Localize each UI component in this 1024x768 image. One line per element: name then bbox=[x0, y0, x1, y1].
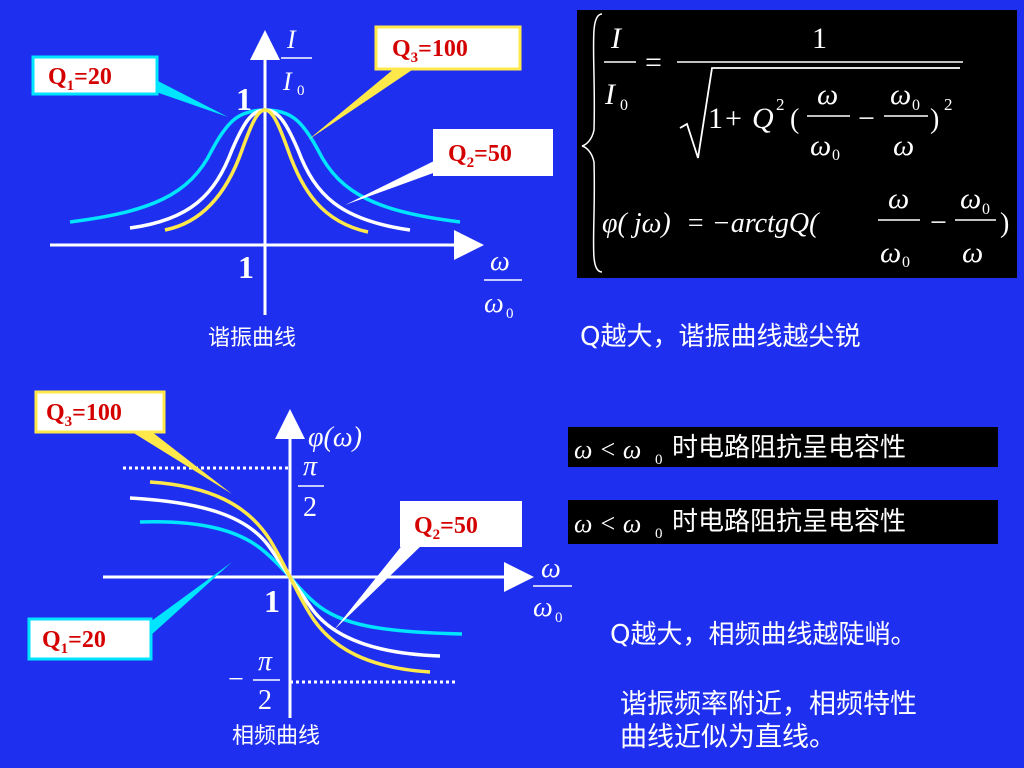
q3-bottom-callout bbox=[132, 432, 232, 494]
svg-text:0: 0 bbox=[982, 201, 990, 218]
svg-text:): ) bbox=[930, 104, 939, 135]
condition-box-2: ω < ω 0 时电路阻抗呈电容性 bbox=[568, 500, 998, 544]
phase-x-one: 1 bbox=[264, 583, 280, 619]
resonance-x-label-num: ω bbox=[490, 246, 510, 277]
resonance-chart: I I 0 1 1 ω ω 0 谐振曲线 Q1=20 Q3=100 bbox=[31, 25, 553, 351]
svg-text:ω: ω bbox=[817, 78, 838, 111]
svg-text:2: 2 bbox=[944, 95, 953, 114]
phase-pi-over-2-num: π bbox=[303, 451, 318, 482]
note-phase: Q越大，相频曲线越陡峭。 bbox=[610, 620, 916, 650]
svg-text:Q2=50: Q2=50 bbox=[448, 141, 512, 171]
resonance-y-one: 1 bbox=[236, 81, 252, 117]
phase-neg-sign: − bbox=[228, 664, 244, 695]
q3-label-bottom: Q3=100 bbox=[34, 390, 166, 434]
svg-text:(: ( bbox=[790, 104, 799, 135]
q3-label-top: Q3=100 bbox=[374, 25, 522, 71]
svg-text:Q1=20: Q1=20 bbox=[42, 627, 106, 657]
q1-bottom-callout bbox=[150, 562, 232, 636]
svg-text:ω < ω: ω < ω bbox=[574, 435, 641, 464]
svg-text:0: 0 bbox=[655, 526, 663, 542]
svg-text:ω: ω bbox=[810, 129, 831, 162]
q3-top-callout bbox=[308, 68, 415, 140]
phase-x-label-den: ω bbox=[533, 592, 553, 623]
svg-text:Q: Q bbox=[752, 102, 774, 135]
resonance-curve-q2 bbox=[129, 108, 411, 232]
phase-pi-over-2-den: 2 bbox=[303, 492, 317, 523]
phase-chart: φ(ω) π 2 − π 2 1 ω ω 0 相频曲线 Q3=100 Q2 bbox=[27, 390, 572, 749]
svg-text:时电路阻抗呈电容性: 时电路阻抗呈电容性 bbox=[672, 433, 906, 463]
svg-text:): ) bbox=[1000, 208, 1009, 239]
resonance-x-label-den: ω bbox=[484, 288, 504, 319]
q2-bottom-callout bbox=[334, 543, 424, 630]
svg-text:1: 1 bbox=[708, 102, 723, 135]
formula-sqrt bbox=[679, 67, 960, 159]
svg-text:0: 0 bbox=[655, 452, 663, 468]
q1-label-top: Q1=20 bbox=[31, 55, 159, 96]
svg-text:ω: ω bbox=[960, 182, 981, 215]
phase-caption: 相频曲线 bbox=[232, 724, 320, 749]
svg-text:0: 0 bbox=[912, 97, 920, 114]
q1-label-bottom: Q1=20 bbox=[27, 617, 153, 661]
resonance-y-label-den: I bbox=[282, 67, 293, 96]
phase-curve-q3 bbox=[149, 480, 431, 674]
resonance-y-label-den-sub: 0 bbox=[297, 83, 305, 99]
phase-y-label: φ(ω) bbox=[308, 422, 362, 453]
svg-text:0: 0 bbox=[620, 97, 628, 114]
svg-text:φ( jω): φ( jω) bbox=[602, 208, 671, 239]
svg-text:Q1=20: Q1=20 bbox=[48, 64, 112, 94]
note-linear-1: 谐振频率附近，相频特性 bbox=[620, 689, 917, 720]
svg-text:2: 2 bbox=[776, 95, 785, 114]
svg-text:I: I bbox=[604, 78, 617, 111]
svg-text:Q3=100: Q3=100 bbox=[392, 36, 468, 66]
svg-text:−: − bbox=[930, 206, 947, 239]
resonance-x-label-den-sub: 0 bbox=[506, 306, 514, 322]
resonance-curve-q3 bbox=[164, 108, 369, 234]
phase-x-label-den-sub: 0 bbox=[555, 610, 563, 626]
svg-text:1: 1 bbox=[812, 22, 827, 55]
condition-box-1: ω < ω 0 时电路阻抗呈电容性 bbox=[568, 427, 998, 468]
svg-text:0: 0 bbox=[832, 147, 840, 164]
svg-text:= −arctgQ(: = −arctgQ( bbox=[686, 208, 820, 239]
resonance-caption: 谐振曲线 bbox=[208, 326, 296, 351]
svg-text:时电路阻抗呈电容性: 时电路阻抗呈电容性 bbox=[672, 507, 906, 537]
note-resonance: Q越大，谐振曲线越尖锐 bbox=[580, 322, 860, 352]
phase-x-label-num: ω bbox=[541, 553, 561, 584]
note-linear-2: 曲线近似为直线。 bbox=[620, 722, 836, 753]
svg-text:ω < ω: ω < ω bbox=[574, 509, 641, 538]
resonance-y-label-num: I bbox=[286, 25, 297, 54]
svg-text:ω: ω bbox=[893, 129, 914, 162]
phase-neg-pi-den: 2 bbox=[258, 685, 272, 716]
svg-text:0: 0 bbox=[902, 254, 910, 271]
svg-text:ω: ω bbox=[890, 78, 911, 111]
formula-brace bbox=[581, 13, 603, 273]
q2-label-bottom: Q2=50 bbox=[400, 501, 522, 547]
svg-text:+: + bbox=[725, 102, 742, 135]
svg-text:Q2=50: Q2=50 bbox=[414, 513, 478, 543]
svg-text:=: = bbox=[645, 46, 662, 79]
svg-text:ω: ω bbox=[962, 236, 983, 269]
svg-text:I: I bbox=[610, 22, 623, 55]
svg-text:Q3=100: Q3=100 bbox=[46, 400, 122, 430]
q2-label-top: Q2=50 bbox=[433, 129, 553, 176]
svg-text:ω: ω bbox=[880, 236, 901, 269]
formula-box: I I 0 = 1 1 + Q 2 ( ω ω 0 − ω 0 ω ) 2 φ(… bbox=[577, 10, 1017, 278]
resonance-x-one: 1 bbox=[238, 249, 254, 285]
svg-text:−: − bbox=[858, 102, 875, 135]
phase-neg-pi-num: π bbox=[258, 646, 273, 677]
q1-top-callout bbox=[156, 80, 228, 117]
svg-text:ω: ω bbox=[888, 182, 909, 215]
q2-top-callout bbox=[345, 160, 436, 205]
